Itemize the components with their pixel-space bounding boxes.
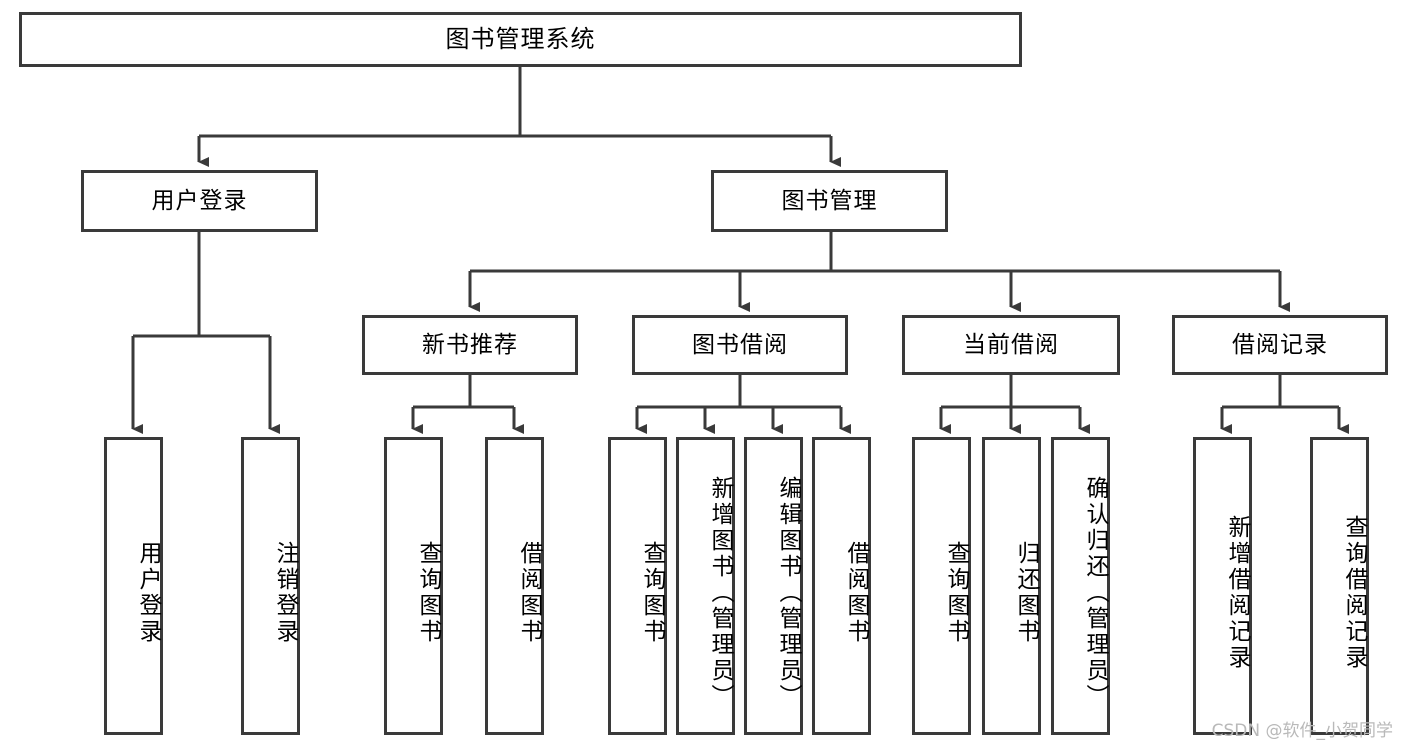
node-label: 新增借阅记录 — [1224, 515, 1250, 671]
leaf-cb-confirm-return-admin[interactable]: 确认归还（管理员） — [1051, 437, 1110, 735]
leaf-br-query-record[interactable]: 查询借阅记录 — [1310, 437, 1369, 735]
node-book-management[interactable]: 图书管理 — [711, 170, 948, 232]
leaf-nb-query-books[interactable]: 查询图书 — [384, 437, 443, 735]
node-label: 查询图书 — [639, 541, 665, 645]
node-borrow-records[interactable]: 借阅记录 — [1172, 315, 1388, 375]
node-label: 当前借阅 — [963, 331, 1059, 358]
leaf-user-login[interactable]: 用户登录 — [104, 437, 163, 735]
leaf-bb-edit-book-admin[interactable]: 编辑图书（管理员） — [744, 437, 803, 735]
node-label: 借阅记录 — [1232, 331, 1328, 358]
leaf-bb-query-books[interactable]: 查询图书 — [608, 437, 667, 735]
node-label: 新书推荐 — [422, 331, 518, 358]
node-label: 用户登录 — [151, 187, 248, 214]
leaf-bb-add-book-admin[interactable]: 新增图书（管理员） — [676, 437, 735, 735]
node-label: 图书借阅 — [692, 331, 788, 358]
node-label: 新增图书（管理员） — [707, 476, 733, 710]
node-book-borrow[interactable]: 图书借阅 — [632, 315, 848, 375]
node-label: 查询借阅记录 — [1341, 515, 1367, 671]
node-label: 注销登录 — [272, 541, 298, 645]
leaf-nb-borrow-books[interactable]: 借阅图书 — [485, 437, 544, 735]
node-label: 归还图书 — [1013, 541, 1039, 645]
leaf-cb-return-books[interactable]: 归还图书 — [982, 437, 1041, 735]
node-label: 图书管理系统 — [445, 24, 596, 53]
leaf-cb-query-books[interactable]: 查询图书 — [912, 437, 971, 735]
node-label: 用户登录 — [135, 541, 161, 645]
node-label: 查询图书 — [943, 541, 969, 645]
node-label: 查询图书 — [415, 541, 441, 645]
node-label: 借阅图书 — [843, 541, 869, 645]
node-label: 借阅图书 — [516, 541, 542, 645]
leaf-br-add-record[interactable]: 新增借阅记录 — [1193, 437, 1252, 735]
node-new-book-recommend[interactable]: 新书推荐 — [362, 315, 578, 375]
node-label: 确认归还（管理员） — [1082, 476, 1108, 710]
leaf-bb-borrow-books[interactable]: 借阅图书 — [812, 437, 871, 735]
leaf-logout[interactable]: 注销登录 — [241, 437, 300, 735]
node-label: 编辑图书（管理员） — [775, 476, 801, 710]
node-user-login[interactable]: 用户登录 — [81, 170, 318, 232]
node-current-borrow[interactable]: 当前借阅 — [902, 315, 1120, 375]
watermark: CSDN @软件_小贺同学 — [1211, 721, 1393, 741]
node-root-system[interactable]: 图书管理系统 — [19, 12, 1022, 67]
node-label: 图书管理 — [781, 187, 878, 214]
